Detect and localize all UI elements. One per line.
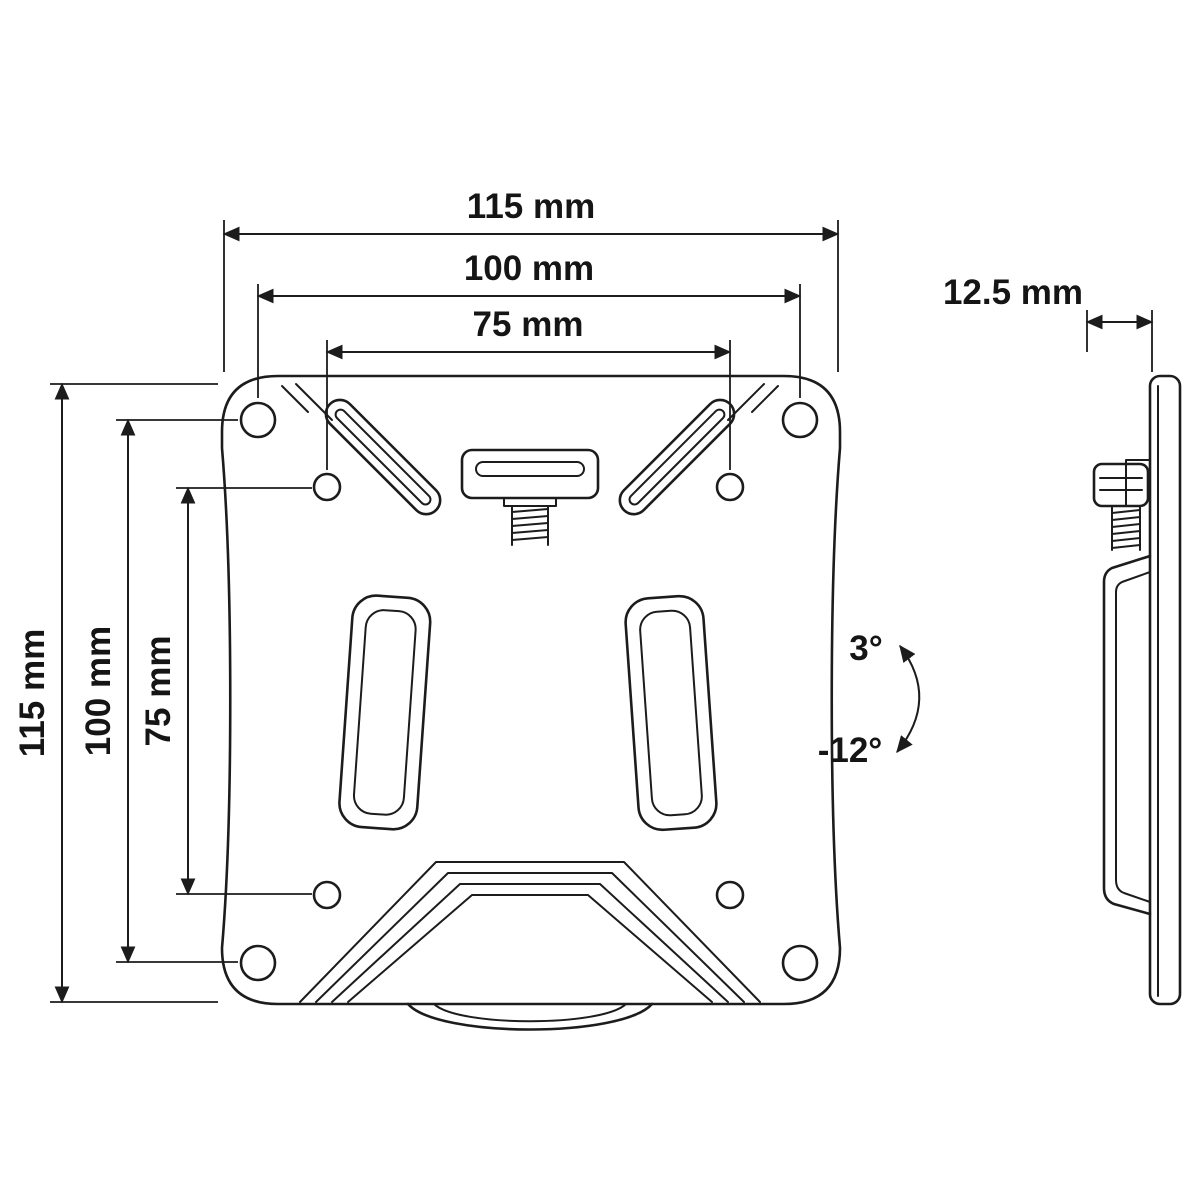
dim-height-total: 115 mm: [13, 382, 218, 1004]
locking-screw-side: [1092, 462, 1150, 551]
front-view-drawing: [220, 374, 842, 1031]
bottom-tongue-inner: [433, 1003, 627, 1023]
locking-screw-front: [460, 448, 600, 546]
dim-width-holes-label: 100 mm: [464, 249, 594, 288]
vesa-holes-75: [312, 472, 745, 910]
tilt-up-label: 3°: [849, 629, 882, 668]
top-left-slot: [281, 383, 442, 516]
dim-height-inner-label: 75 mm: [139, 636, 178, 747]
vesa-holes-100: [239, 401, 819, 982]
dim-height-inner: 75 mm: [139, 486, 312, 896]
dim-height-holes: 100 mm: [79, 418, 238, 964]
side-view-drawing: [1092, 374, 1182, 1006]
side-wall-plate: [1148, 374, 1182, 1006]
top-right-slot: [618, 383, 779, 516]
tilt-arc: [896, 644, 921, 754]
right-hook-slot: [624, 594, 718, 832]
dim-width-inner-label: 75 mm: [473, 305, 584, 344]
dim-depth-label: 12.5 mm: [943, 273, 1083, 312]
dim-width-inner: 75 mm: [325, 305, 732, 470]
side-bracket-profile: [1102, 554, 1152, 916]
dim-width-total-label: 115 mm: [467, 187, 595, 226]
tilt-down-label: -12°: [818, 731, 883, 770]
left-hook-slot: [338, 594, 432, 831]
bracket-plate-outline: [220, 374, 842, 1006]
dim-width-holes: 100 mm: [256, 249, 802, 398]
side-bracket-profile-inner: [1115, 571, 1151, 903]
tilt-angle-annotation: 3° -12°: [818, 629, 921, 770]
bottom-tongue-outer: [406, 1002, 654, 1031]
dim-width-total: 115 mm: [222, 187, 840, 372]
dim-depth: 12.5 mm: [943, 273, 1154, 372]
dim-height-total-label: 115 mm: [13, 629, 52, 757]
dim-height-holes-label: 100 mm: [79, 626, 118, 756]
bottom-chevron-band: [299, 861, 761, 1003]
